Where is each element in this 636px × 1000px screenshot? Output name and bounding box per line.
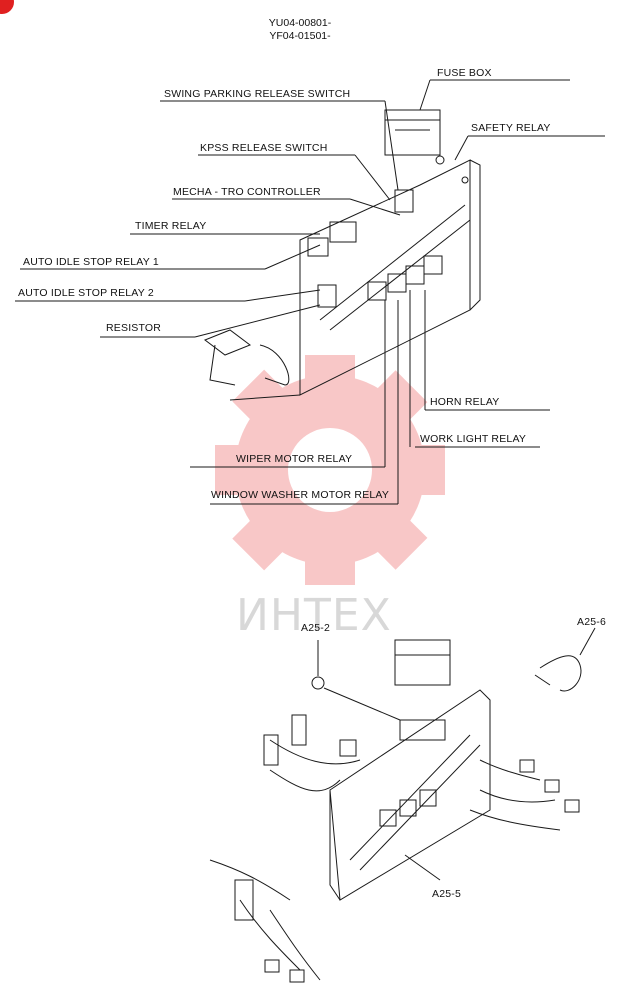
- part-a25-2: A25-2: [301, 622, 331, 634]
- watermark-text: ИНТЕХ: [236, 590, 392, 641]
- label-fuse-box: FUSE BOX: [437, 67, 492, 79]
- label-safety-relay: SAFETY RELAY: [471, 122, 551, 134]
- label-mecha-tro-controller: MECHA - TRO CONTROLLER: [173, 186, 321, 198]
- label-work-light-relay: WORK LIGHT RELAY: [420, 433, 527, 445]
- label-auto-idle-stop-relay-1: AUTO IDLE STOP RELAY 1: [23, 256, 159, 268]
- model-code-2: YF04-01501-: [269, 30, 331, 42]
- part-a25-5: A25-5: [432, 888, 462, 900]
- label-horn-relay: HORN RELAY: [430, 396, 500, 408]
- label-timer-relay: TIMER RELAY: [135, 220, 207, 232]
- model-code-1: YU04-00801-: [268, 17, 332, 29]
- label-swing-parking-release-switch: SWING PARKING RELEASE SWITCH: [164, 88, 351, 100]
- label-auto-idle-stop-relay-2: AUTO IDLE STOP RELAY 2: [18, 287, 154, 299]
- part-a25-6: A25-6: [577, 616, 607, 628]
- label-kpss-release-switch: KPSS RELEASE SWITCH: [200, 142, 328, 154]
- label-wiper-motor-relay: WIPER MOTOR RELAY: [236, 453, 353, 465]
- label-window-washer-motor-relay: WINDOW WASHER MOTOR RELAY: [211, 489, 390, 501]
- label-resistor: RESISTOR: [106, 322, 162, 334]
